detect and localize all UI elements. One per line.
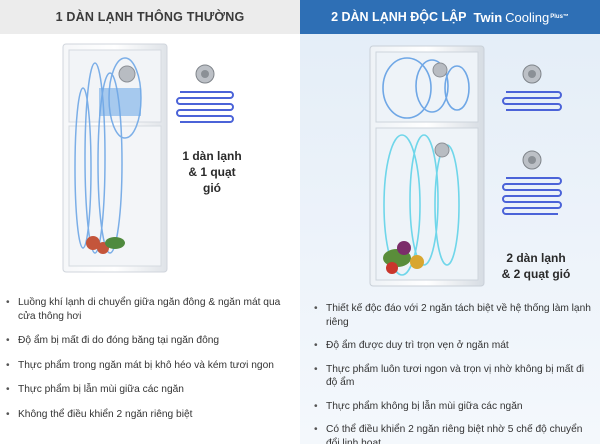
twin-cooling-header: 2 DÀN LẠNH ĐỘC LẬP Twin Cooling Plus™ (300, 0, 600, 34)
conventional-caption-line1: 1 dàn lạnh (182, 149, 242, 163)
twin-cooling-feature-item: Thiết kế độc đáo với 2 ngăn tách biệt về… (314, 302, 596, 329)
twin-cooling-feature-list: Thiết kế độc đáo với 2 ngăn tách biệt về… (314, 302, 596, 444)
single-evaporator-coil-icon (176, 64, 234, 123)
twin-cooling-caption-line2: & 2 quạt gió (501, 267, 571, 281)
freezer-evaporator-coil-icon (502, 64, 562, 111)
conventional-feature-item: Độ ẩm bị mất đi do đóng băng tại ngăn đô… (6, 334, 296, 348)
conventional-cooling-panel: 1 DÀN LẠNH THÔNG THƯỜNG (0, 0, 300, 444)
twin-cooling-panel: 2 DÀN LẠNH ĐỘC LẬP Twin Cooling Plus™ (300, 0, 600, 444)
brand-plus-trademark: Plus™ (550, 14, 569, 20)
twin-cooling-feature-item: Thực phẩm không bị lẫn mùi giữa các ngăn (314, 400, 596, 414)
brand-cooling: Cooling (505, 9, 550, 25)
conventional-feature-item: Thực phẩm bị lẫn mùi giữa các ngăn (6, 383, 296, 397)
conventional-caption: 1 dàn lạnh & 1 quạt gió (178, 148, 246, 196)
conventional-header-title: 1 DÀN LẠNH THÔNG THƯỜNG (55, 10, 245, 24)
conventional-feature-item: Thực phẩm trong ngăn mát bị khô héo và k… (6, 359, 296, 373)
conventional-header: 1 DÀN LẠNH THÔNG THƯỜNG (0, 0, 300, 34)
conventional-feature-item: Không thể điều khiển 2 ngăn riêng biệt (6, 408, 296, 422)
fridge-evaporator-coil-icon (502, 150, 562, 215)
twin-cooling-header-title: 2 DÀN LẠNH ĐỘC LẬP (331, 10, 467, 24)
twin-cooling-feature-item: Độ ẩm được duy trì trọn vẹn ở ngăn mát (314, 339, 596, 353)
brand-twin: Twin (473, 9, 503, 25)
twin-cooling-caption: 2 dàn lạnh & 2 quạt gió (500, 250, 572, 282)
conventional-fridge-illustration (62, 43, 168, 273)
twin-cooling-caption-line1: 2 dàn lạnh (506, 251, 566, 265)
twin-cooling-fridge-illustration (369, 45, 485, 287)
twin-cooling-feature-item: Thực phẩm luôn tươi ngon và trọn vị nhờ … (314, 363, 596, 390)
twin-cooling-feature-item: Có thể điều khiển 2 ngăn riêng biệt nhờ … (314, 423, 596, 444)
conventional-caption-line2: & 1 quạt gió (188, 165, 236, 195)
conventional-feature-list: Luồng khí lạnh di chuyển giữa ngăn đông … (6, 296, 296, 432)
conventional-feature-item: Luồng khí lạnh di chuyển giữa ngăn đông … (6, 296, 296, 323)
